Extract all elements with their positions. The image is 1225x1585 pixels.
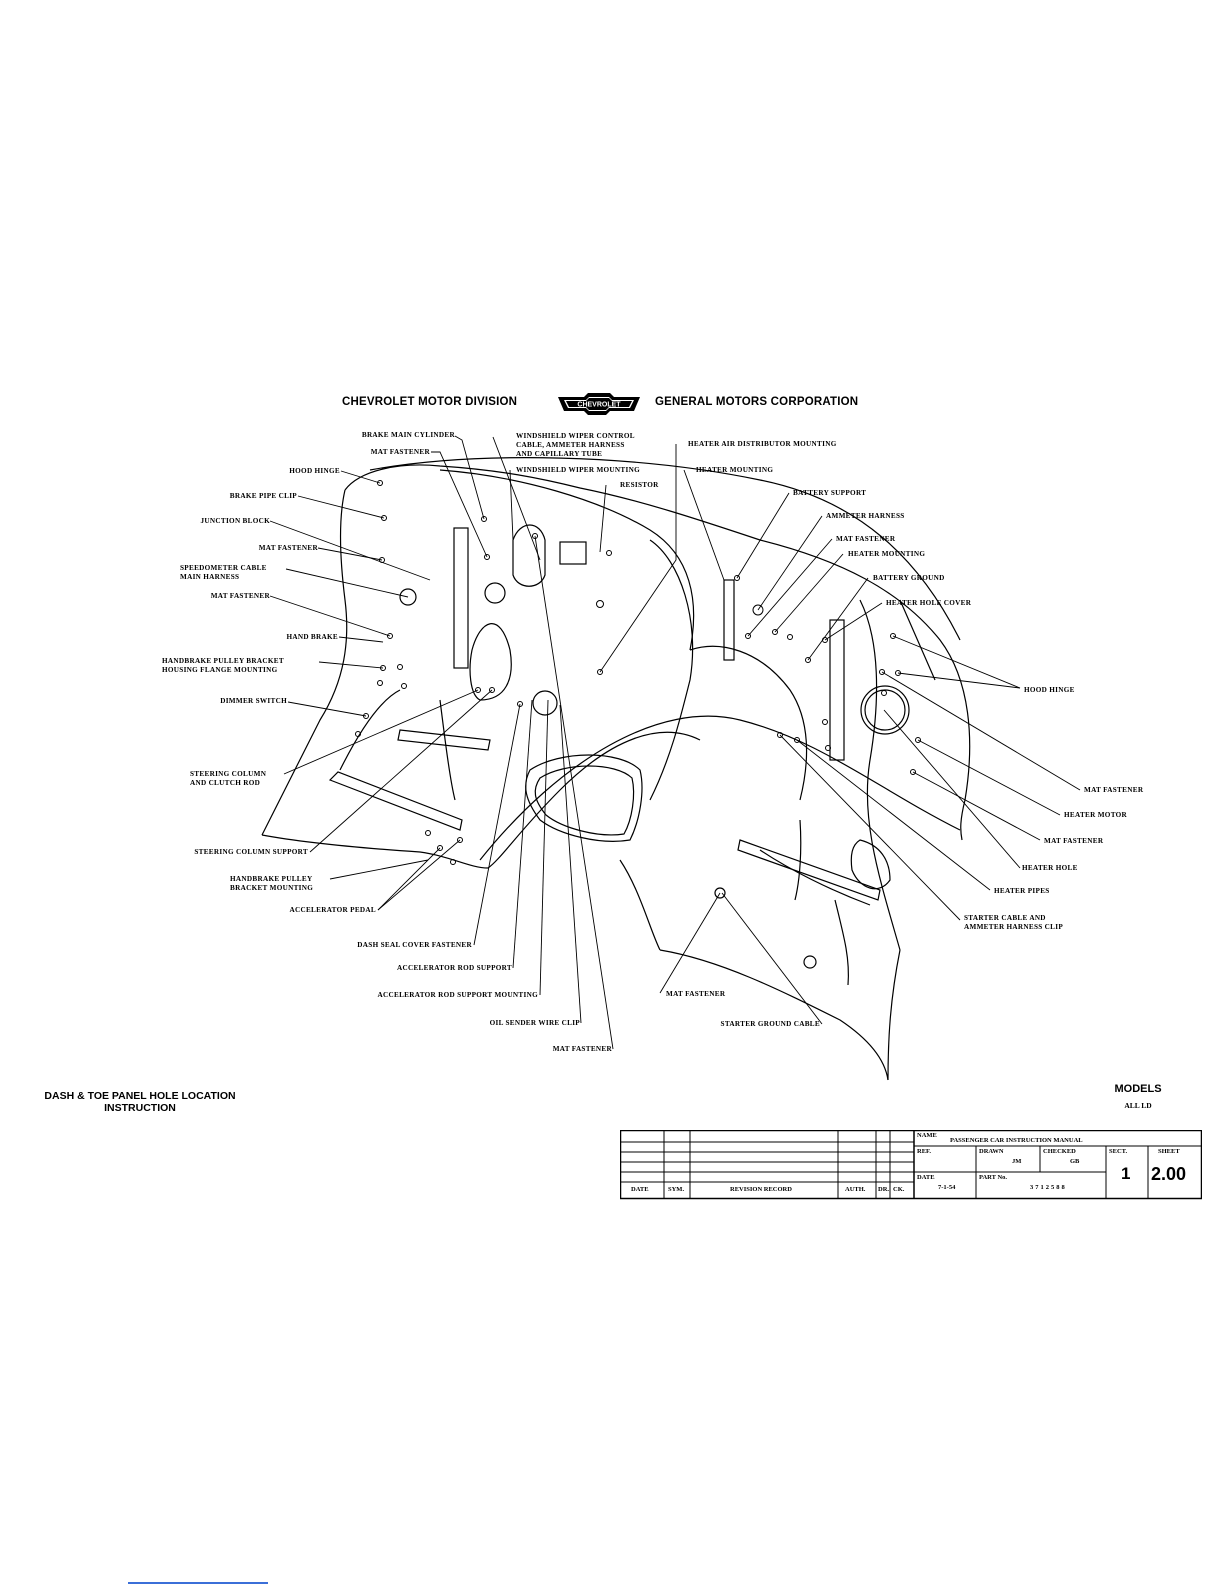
label-mat-fastener-r3: MAT FASTENER — [1044, 837, 1104, 845]
title-box-name-label: NAME — [917, 1132, 937, 1139]
label-speedometer-cable: SPEEDOMETER CABLE — [180, 564, 267, 572]
title-box-sheet-value: 2.00 — [1151, 1164, 1187, 1184]
chevrolet-bowtie-logo: CHEVROLET — [558, 393, 640, 415]
label-handbrake-pulley: HANDBRAKE PULLEY — [230, 875, 313, 883]
label-hood-hinge-right: HOOD HINGE — [1024, 686, 1075, 694]
label-windshield-wiper-control: WINDSHIELD WIPER CONTROL — [516, 432, 635, 440]
label-mat-fastener-r1: MAT FASTENER — [836, 535, 896, 543]
title-box-sect-label: SECT. — [1109, 1148, 1128, 1155]
label-heater-hole: HEATER HOLE — [1022, 864, 1078, 872]
label-mat-fastener-2: MAT FASTENER — [258, 544, 318, 552]
title-box-date-label: DATE — [917, 1174, 935, 1181]
rev-col-ck: CK. — [893, 1186, 905, 1193]
label-heater-mounting-top: HEATER MOUNTING — [696, 466, 774, 474]
drawing-title: DASH & TOE PANEL HOLE LOCATION INSTRUCTI… — [25, 1090, 255, 1114]
models-heading: MODELS — [1114, 1083, 1162, 1095]
rev-col-auth: AUTH. — [845, 1186, 866, 1193]
label-heater-mounting-right: HEATER MOUNTING — [848, 550, 926, 558]
label-heater-motor: HEATER MOTOR — [1064, 811, 1128, 819]
label-and-clutch-rod: AND CLUTCH ROD — [190, 779, 261, 787]
title-box-part-value: 3712588 — [1030, 1184, 1067, 1191]
title-box-sheet-label: SHEET — [1158, 1148, 1180, 1155]
title-box-date-value: 7-1-54 — [938, 1184, 956, 1191]
label-ammeter-harness: AMMETER HARNESS — [826, 512, 905, 520]
label-accelerator-pedal: ACCELERATOR PEDAL — [289, 906, 376, 914]
label-brake-pipe-clip: BRAKE PIPE CLIP — [229, 492, 297, 500]
label-oil-sender-wire-clip: OIL SENDER WIRE CLIP — [489, 1019, 580, 1027]
drawing-title-line1: DASH & TOE PANEL HOLE LOCATION — [44, 1090, 236, 1102]
label-bracket-mounting: BRACKET MOUNTING — [230, 884, 314, 892]
title-box-checked-value: GB — [1070, 1158, 1080, 1165]
label-main-harness: MAIN HARNESS — [180, 573, 240, 581]
title-box-drawn-value: JM — [1012, 1158, 1022, 1165]
title-box-ref-label: REF. — [917, 1148, 932, 1155]
label-cable-ammeter-harness: CABLE, AMMETER HARNESS — [516, 441, 625, 449]
label-mat-fastener-1: MAT FASTENER — [370, 448, 430, 456]
horizontal-scrollbar[interactable] — [128, 1582, 268, 1584]
corporation-heading: GENERAL MOTORS CORPORATION — [655, 396, 859, 408]
label-hood-hinge-left: HOOD HINGE — [289, 467, 340, 475]
division-heading: CHEVROLET MOTOR DIVISION — [342, 396, 518, 408]
label-and-capillary-tube: AND CAPILLARY TUBE — [516, 450, 603, 458]
label-windshield-wiper-mounting: WINDSHIELD WIPER MOUNTING — [516, 466, 640, 474]
label-ammeter-harness-clip: AMMETER HARNESS CLIP — [964, 923, 1064, 931]
label-handbrake-pulley-bracket: HANDBRAKE PULLEY BRACKET — [162, 657, 284, 665]
label-steering-column-support: STEERING COLUMN SUPPORT — [194, 848, 308, 856]
svg-text:CHEVROLET: CHEVROLET — [577, 402, 621, 409]
label-mat-fastener-r4: MAT FASTENER — [666, 990, 726, 998]
label-brake-main-cylinder: BRAKE MAIN CYLINDER — [361, 431, 455, 439]
label-accelerator-rod-support-mounting: ACCELERATOR ROD SUPPORT MOUNTING — [377, 991, 538, 999]
label-accelerator-rod-support: ACCELERATOR ROD SUPPORT — [396, 964, 512, 972]
title-box-grid — [620, 1130, 1202, 1200]
label-starter-ground-cable: STARTER GROUND CABLE — [720, 1020, 820, 1028]
rev-col-revision-record: REVISION RECORD — [730, 1186, 792, 1193]
label-mat-fastener-3: MAT FASTENER — [210, 592, 270, 600]
label-starter-cable-and: STARTER CABLE AND — [964, 914, 1046, 922]
title-box-part-label: PART No. — [979, 1174, 1008, 1181]
label-dash-seal-cover-fastener: DASH SEAL COVER FASTENER — [357, 941, 472, 949]
label-mat-fastener-bottom: MAT FASTENER — [552, 1045, 612, 1053]
label-battery-ground: BATTERY GROUND — [873, 574, 945, 582]
title-box-drawn-label: DRAWN — [979, 1148, 1004, 1155]
label-battery-support: BATTERY SUPPORT — [793, 489, 867, 497]
drawing-title-line2: INSTRUCTION — [104, 1102, 176, 1114]
label-heater-hole-cover: HEATER HOLE COVER — [886, 599, 972, 607]
label-dimmer-switch: DIMMER SWITCH — [220, 697, 287, 705]
label-junction-block: JUNCTION BLOCK — [200, 517, 270, 525]
label-heater-air-distributor-mounting: HEATER AIR DISTRIBUTOR MOUNTING — [688, 440, 837, 448]
label-heater-pipes: HEATER PIPES — [994, 887, 1050, 895]
title-box-checked-label: CHECKED — [1043, 1148, 1076, 1155]
rev-col-dr: DR. — [878, 1186, 890, 1193]
label-mat-fastener-r2: MAT FASTENER — [1084, 786, 1144, 794]
title-box-sect-value: 1 — [1121, 1164, 1131, 1183]
rev-col-sym: SYM. — [668, 1186, 685, 1193]
models-value: ALL LD — [1124, 1101, 1152, 1110]
rev-col-date: DATE — [631, 1186, 649, 1193]
label-housing-flange-mounting: HOUSING FLANGE MOUNTING — [162, 666, 278, 674]
label-steering-column: STEERING COLUMN — [190, 770, 267, 778]
title-box-name-value: PASSENGER CAR INSTRUCTION MANUAL — [950, 1137, 1083, 1144]
label-resistor: RESISTOR — [620, 481, 659, 489]
label-hand-brake: HAND BRAKE — [286, 633, 338, 641]
